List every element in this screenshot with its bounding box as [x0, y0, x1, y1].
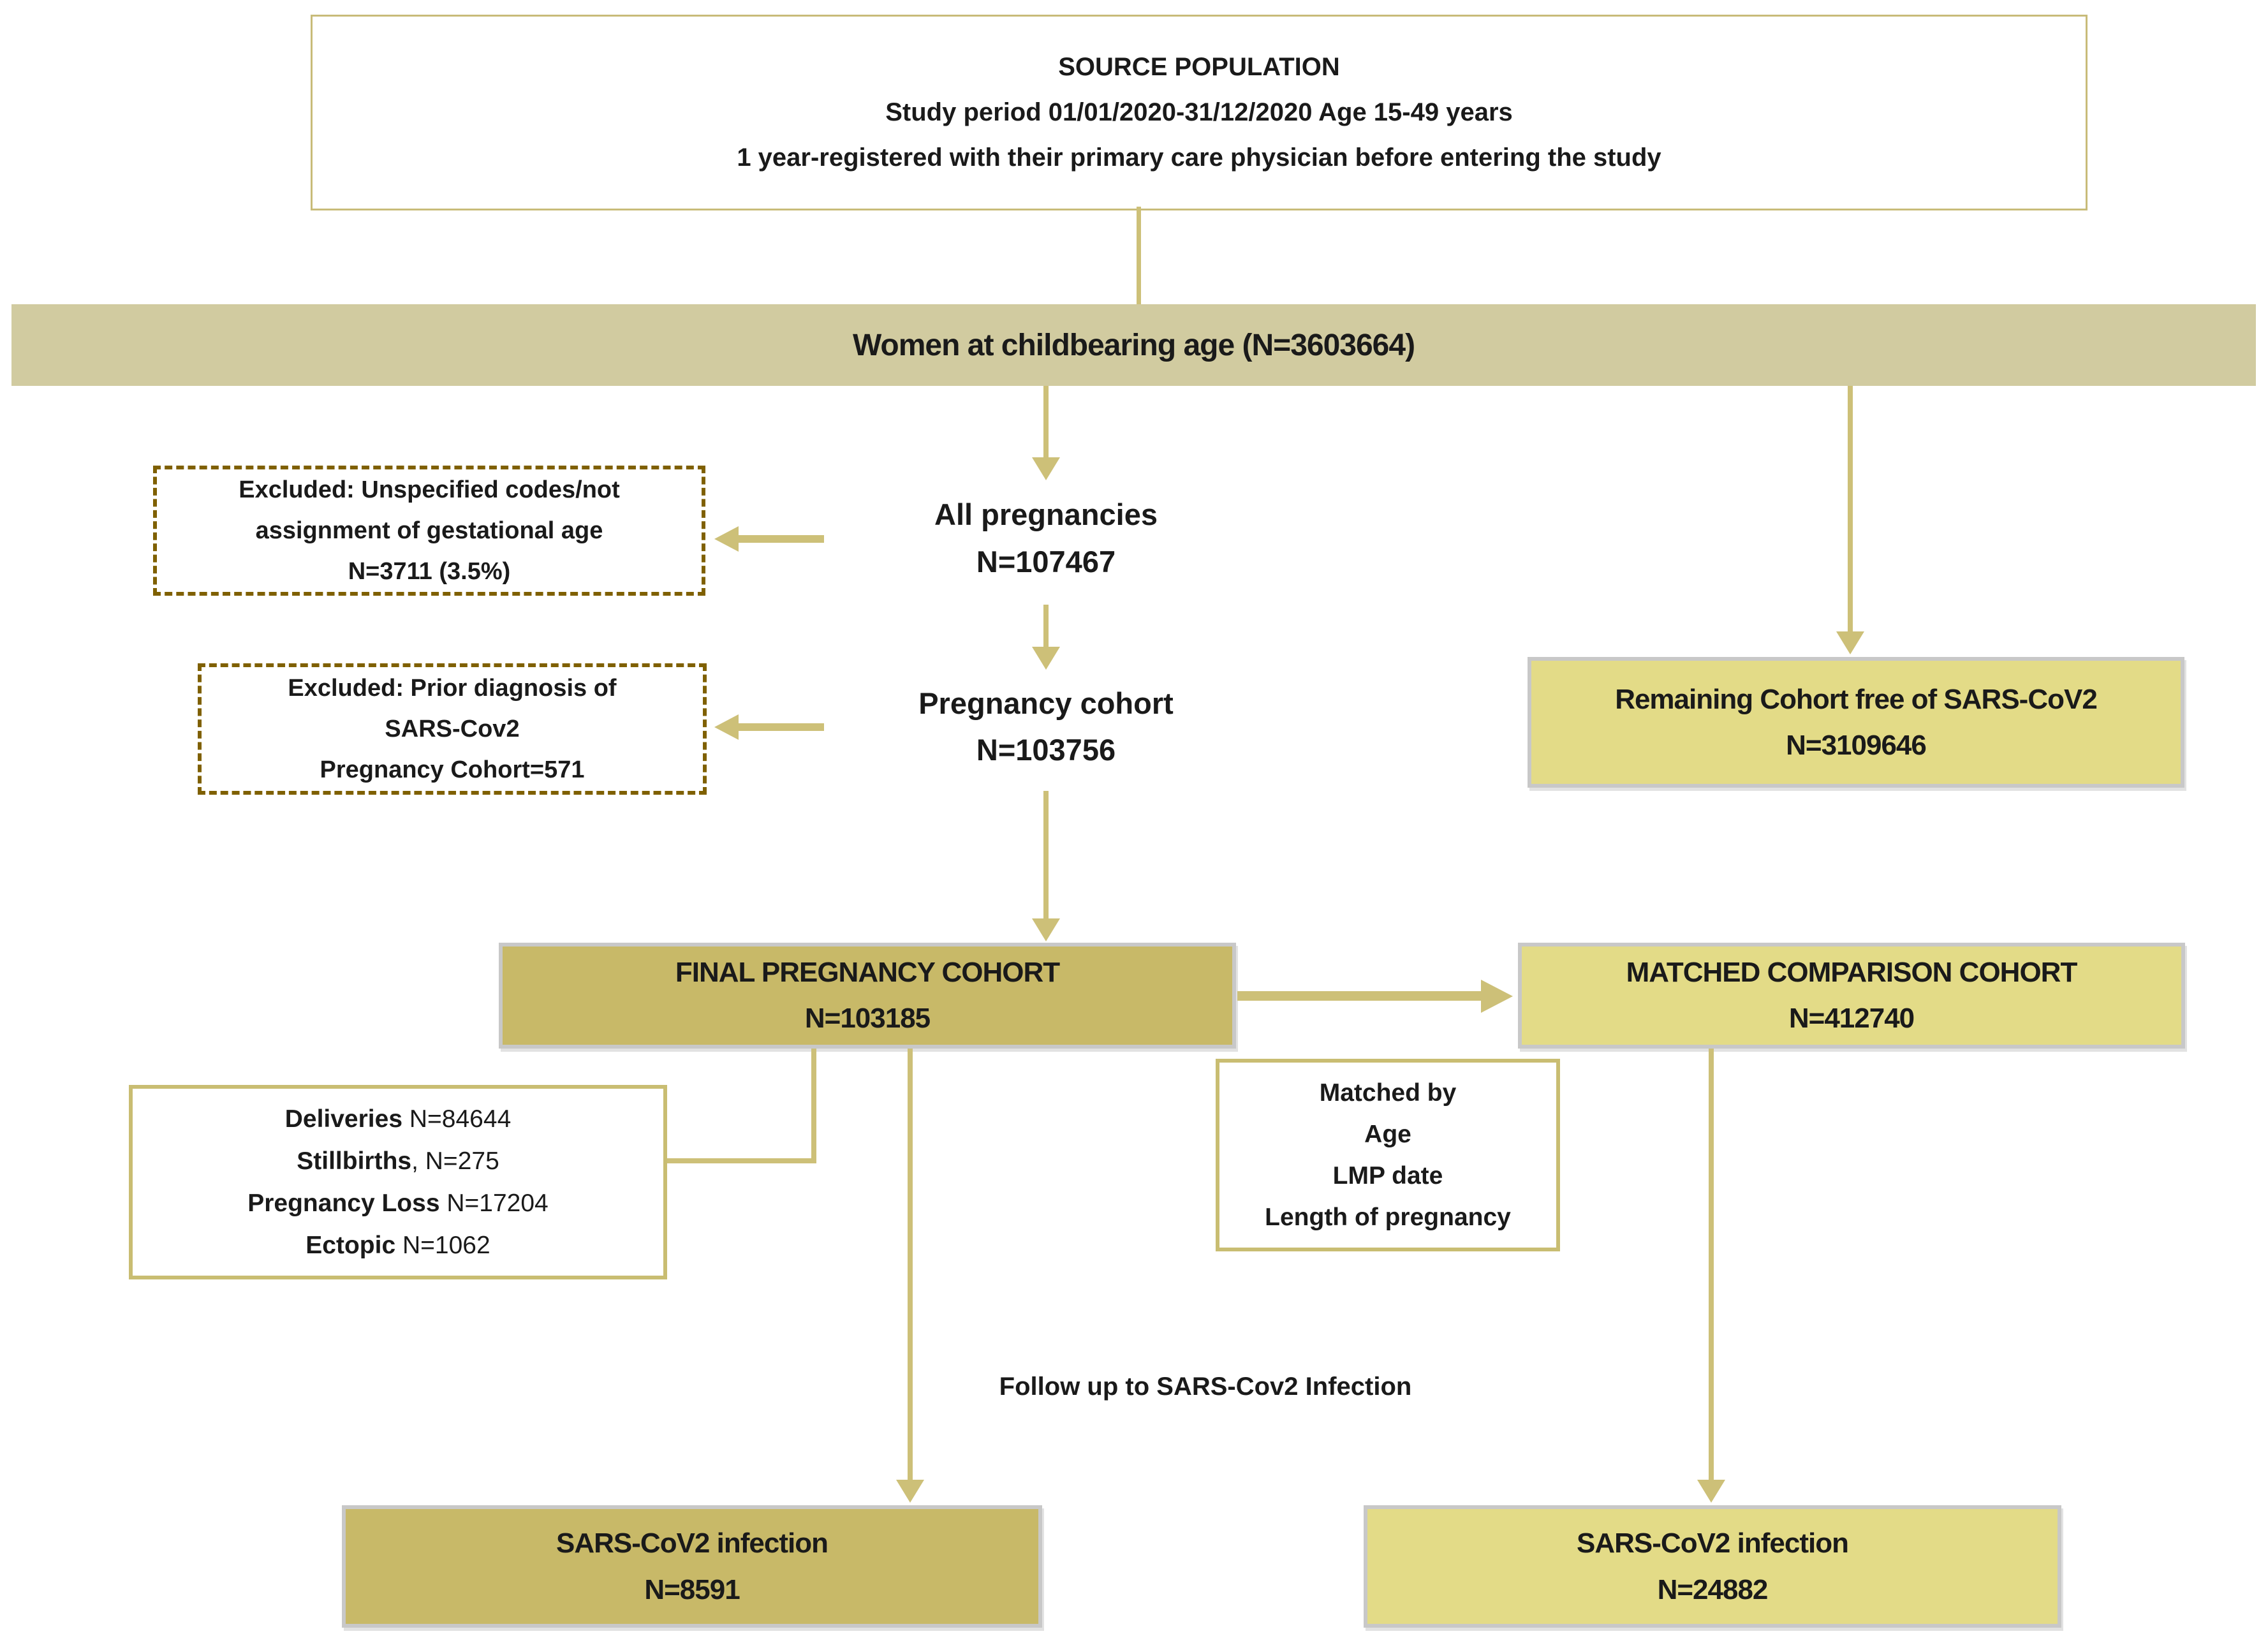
arrow-allpreg-to-cohort-shaft	[1043, 605, 1049, 647]
deliveries-n: N=84644	[402, 1105, 512, 1133]
arrow-to-excluded-unspecified-head	[714, 526, 739, 552]
remaining-cohort-label: Remaining Cohort free of SARS-CoV2	[1615, 683, 2098, 715]
source-population-criteria: 1 year-registered with their primary car…	[737, 144, 1661, 172]
excluded-unspecified-n: N=3711 (3.5%)	[348, 558, 511, 585]
arrow-to-excluded-prior-shaft	[739, 723, 824, 731]
arrow-cohort-to-final-shaft	[1043, 791, 1049, 918]
arrow-final-to-matched-head	[1481, 980, 1513, 1013]
remaining-cohort-n: N=3109646	[1786, 729, 1927, 761]
arrow-final-to-sars-head	[896, 1480, 924, 1503]
sars-infection-comparison-n: N=24882	[1657, 1574, 1769, 1605]
arrow-matched-to-sars-shaft	[1709, 1049, 1714, 1480]
matched-cohort-box: MATCHED COMPARISON COHORT N=412740	[1518, 943, 2185, 1049]
excluded-prior-line2: SARS-Cov2	[385, 716, 520, 742]
excluded-prior-box: Excluded: Prior diagnosis of SARS-Cov2 P…	[198, 663, 707, 795]
ectopic-label: Ectopic	[306, 1231, 396, 1259]
sars-infection-pregnancy-box: SARS-CoV2 infection N=8591	[342, 1505, 1042, 1628]
matched-by-age: Age	[1364, 1121, 1411, 1148]
final-cohort-label: FINAL PREGNANCY COHORT	[675, 957, 1060, 988]
source-population-box: SOURCE POPULATION Study period 01/01/202…	[311, 15, 2088, 210]
final-cohort-box: FINAL PREGNANCY COHORT N=103185	[499, 943, 1236, 1049]
ectopic-n: N=1062	[395, 1231, 490, 1259]
follow-up-label-block: Follow up to SARS-Cov2 Infection	[931, 1373, 1480, 1401]
excluded-unspecified-line2: assignment of gestational age	[255, 517, 603, 544]
connector-final-to-outcomes-vertical	[811, 1049, 816, 1162]
connector-source-to-banner	[1137, 207, 1141, 304]
excluded-prior-line1: Excluded: Prior diagnosis of	[288, 675, 617, 702]
outcome-row-pregnancy-loss: Pregnancy Loss N=17204	[247, 1183, 549, 1225]
arrow-final-to-sars-shaft	[908, 1049, 913, 1480]
connector-final-to-outcomes-horizontal	[667, 1158, 816, 1163]
final-cohort-n: N=103185	[804, 1003, 931, 1034]
arrow-banner-to-all-pregnancies-head	[1032, 457, 1060, 480]
excluded-unspecified-box: Excluded: Unspecified codes/not assignme…	[153, 466, 705, 596]
sars-infection-pregnancy-n: N=8591	[644, 1574, 740, 1605]
outcomes-box: Deliveries N=84644 Stillbirths, N=275 Pr…	[129, 1085, 667, 1279]
stillbirths-label: Stillbirths	[297, 1147, 412, 1175]
stillbirths-n: , N=275	[411, 1147, 499, 1175]
excluded-unspecified-line1: Excluded: Unspecified codes/not	[239, 476, 620, 503]
matched-cohort-label: MATCHED COMPARISON COHORT	[1626, 957, 2078, 988]
all-pregnancies-n: N=107467	[976, 545, 1116, 578]
pregnancy-cohort-n: N=103756	[976, 733, 1116, 767]
arrow-final-to-matched-shaft	[1237, 991, 1481, 1001]
childbearing-banner: Women at childbearing age (N=3603664)	[11, 304, 2256, 386]
arrow-matched-to-sars-head	[1697, 1480, 1725, 1503]
source-population-period: Study period 01/01/2020-31/12/2020 Age 1…	[885, 98, 1513, 126]
sars-infection-comparison-box: SARS-CoV2 infection N=24882	[1364, 1505, 2061, 1628]
excluded-prior-n: Pregnancy Cohort=571	[320, 756, 585, 783]
arrow-cohort-to-final-head	[1032, 918, 1060, 941]
matched-by-title: Matched by	[1319, 1079, 1457, 1107]
matched-cohort-n: N=412740	[1788, 1003, 1915, 1034]
all-pregnancies-label-block: All pregnancies N=107467	[791, 491, 1301, 586]
pregnancy-cohort-label: Pregnancy cohort	[918, 686, 1174, 720]
matched-by-box: Matched by Age LMP date Length of pregna…	[1216, 1059, 1560, 1251]
pregnancy-cohort-label-block: Pregnancy cohort N=103756	[791, 680, 1301, 773]
arrow-to-excluded-unspecified-shaft	[739, 535, 824, 543]
source-population-title: SOURCE POPULATION	[1058, 53, 1340, 81]
remaining-cohort-box: Remaining Cohort free of SARS-CoV2 N=310…	[1528, 657, 2184, 788]
arrow-banner-to-remaining-shaft	[1848, 386, 1853, 631]
arrow-banner-to-remaining-head	[1836, 631, 1864, 654]
sars-infection-pregnancy-label: SARS-CoV2 infection	[556, 1528, 828, 1559]
sars-infection-comparison-label: SARS-CoV2 infection	[1577, 1528, 1849, 1559]
outcome-row-ectopic: Ectopic N=1062	[306, 1225, 490, 1267]
matched-by-length: Length of pregnancy	[1265, 1204, 1511, 1231]
follow-up-label: Follow up to SARS-Cov2 Infection	[999, 1373, 1412, 1401]
outcome-row-stillbirths: Stillbirths, N=275	[297, 1140, 499, 1183]
deliveries-label: Deliveries	[284, 1105, 403, 1133]
arrow-allpreg-to-cohort-head	[1032, 647, 1060, 670]
pregnancy-loss-n: N=17204	[439, 1189, 549, 1217]
all-pregnancies-label: All pregnancies	[934, 497, 1158, 531]
matched-by-lmp: LMP date	[1332, 1162, 1443, 1190]
pregnancy-loss-label: Pregnancy Loss	[247, 1189, 440, 1217]
outcome-row-deliveries: Deliveries N=84644	[285, 1098, 512, 1140]
childbearing-banner-label: Women at childbearing age (N=3603664)	[852, 328, 1415, 362]
arrow-banner-to-all-pregnancies-shaft	[1043, 386, 1049, 457]
arrow-to-excluded-prior-head	[714, 714, 739, 740]
